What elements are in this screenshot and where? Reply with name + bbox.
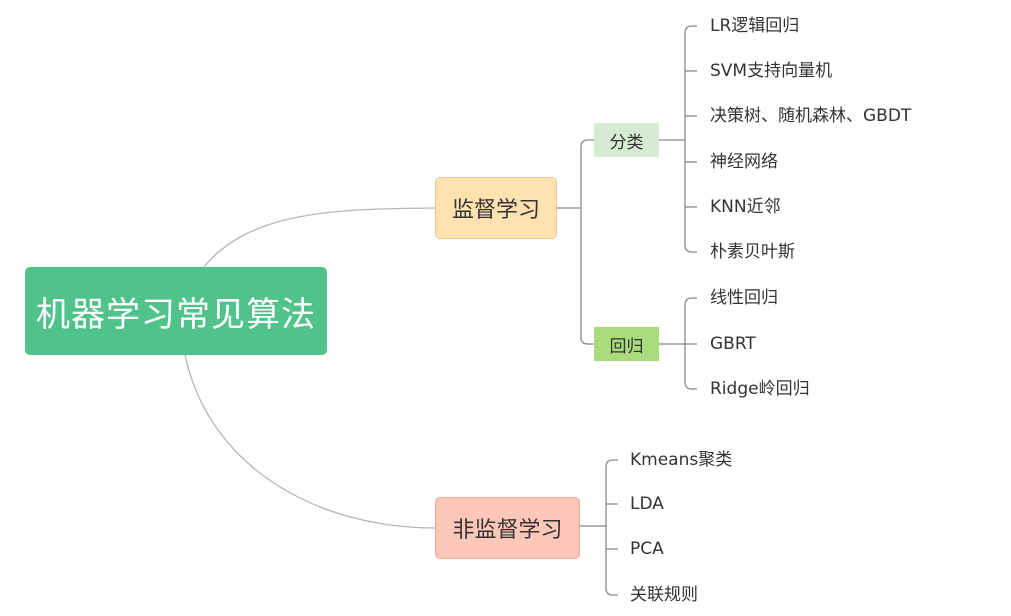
connector-regression-bracket [659, 297, 697, 390]
leaf-pca[interactable]: PCA [630, 539, 664, 559]
classification-label: 分类 [609, 132, 644, 153]
regression-label: 回归 [609, 336, 644, 357]
root-node[interactable]: 机器学习常见算法 [25, 267, 327, 355]
leaf-knn[interactable]: KNN近邻 [710, 197, 781, 217]
supervised-learning-label: 监督学习 [451, 198, 540, 223]
supervised-learning-node[interactable]: 监督学习 [435, 177, 557, 239]
classification-node[interactable]: 分类 [594, 123, 659, 157]
leaf-linear-regression[interactable]: 线性回归 [710, 288, 778, 308]
connector-unsupervised-bracket [580, 459, 618, 596]
leaf-svm[interactable]: SVM支持向量机 [710, 61, 833, 81]
regression-node[interactable]: 回归 [594, 327, 659, 361]
leaf-neural-network[interactable]: 神经网络 [710, 152, 778, 172]
connector-root-supervised [203, 207, 436, 268]
unsupervised-learning-node[interactable]: 非监督学习 [435, 497, 580, 559]
leaf-association-rules[interactable]: 关联规则 [630, 585, 698, 605]
leaf-ridge-regression[interactable]: Ridge岭回归 [710, 379, 810, 399]
leaf-decision-tree-random-forest-gbdt[interactable]: 决策树、随机森林、GBDT [710, 106, 912, 126]
leaf-gbrt[interactable]: GBRT [710, 334, 756, 354]
connector-classification-bracket [659, 25, 697, 253]
leaf-logistic-regression[interactable]: LR逻辑回归 [710, 16, 800, 36]
leaf-naive-bayes[interactable]: 朴素贝叶斯 [710, 242, 795, 262]
leaf-kmeans[interactable]: Kmeans聚类 [630, 450, 733, 470]
connector-supervised-bracket [557, 139, 594, 345]
unsupervised-learning-label: 非监督学习 [452, 518, 563, 543]
connector-root-unsupervised [184, 354, 436, 529]
leaf-lda[interactable]: LDA [630, 494, 664, 514]
root-node-label: 机器学习常见算法 [36, 294, 316, 335]
